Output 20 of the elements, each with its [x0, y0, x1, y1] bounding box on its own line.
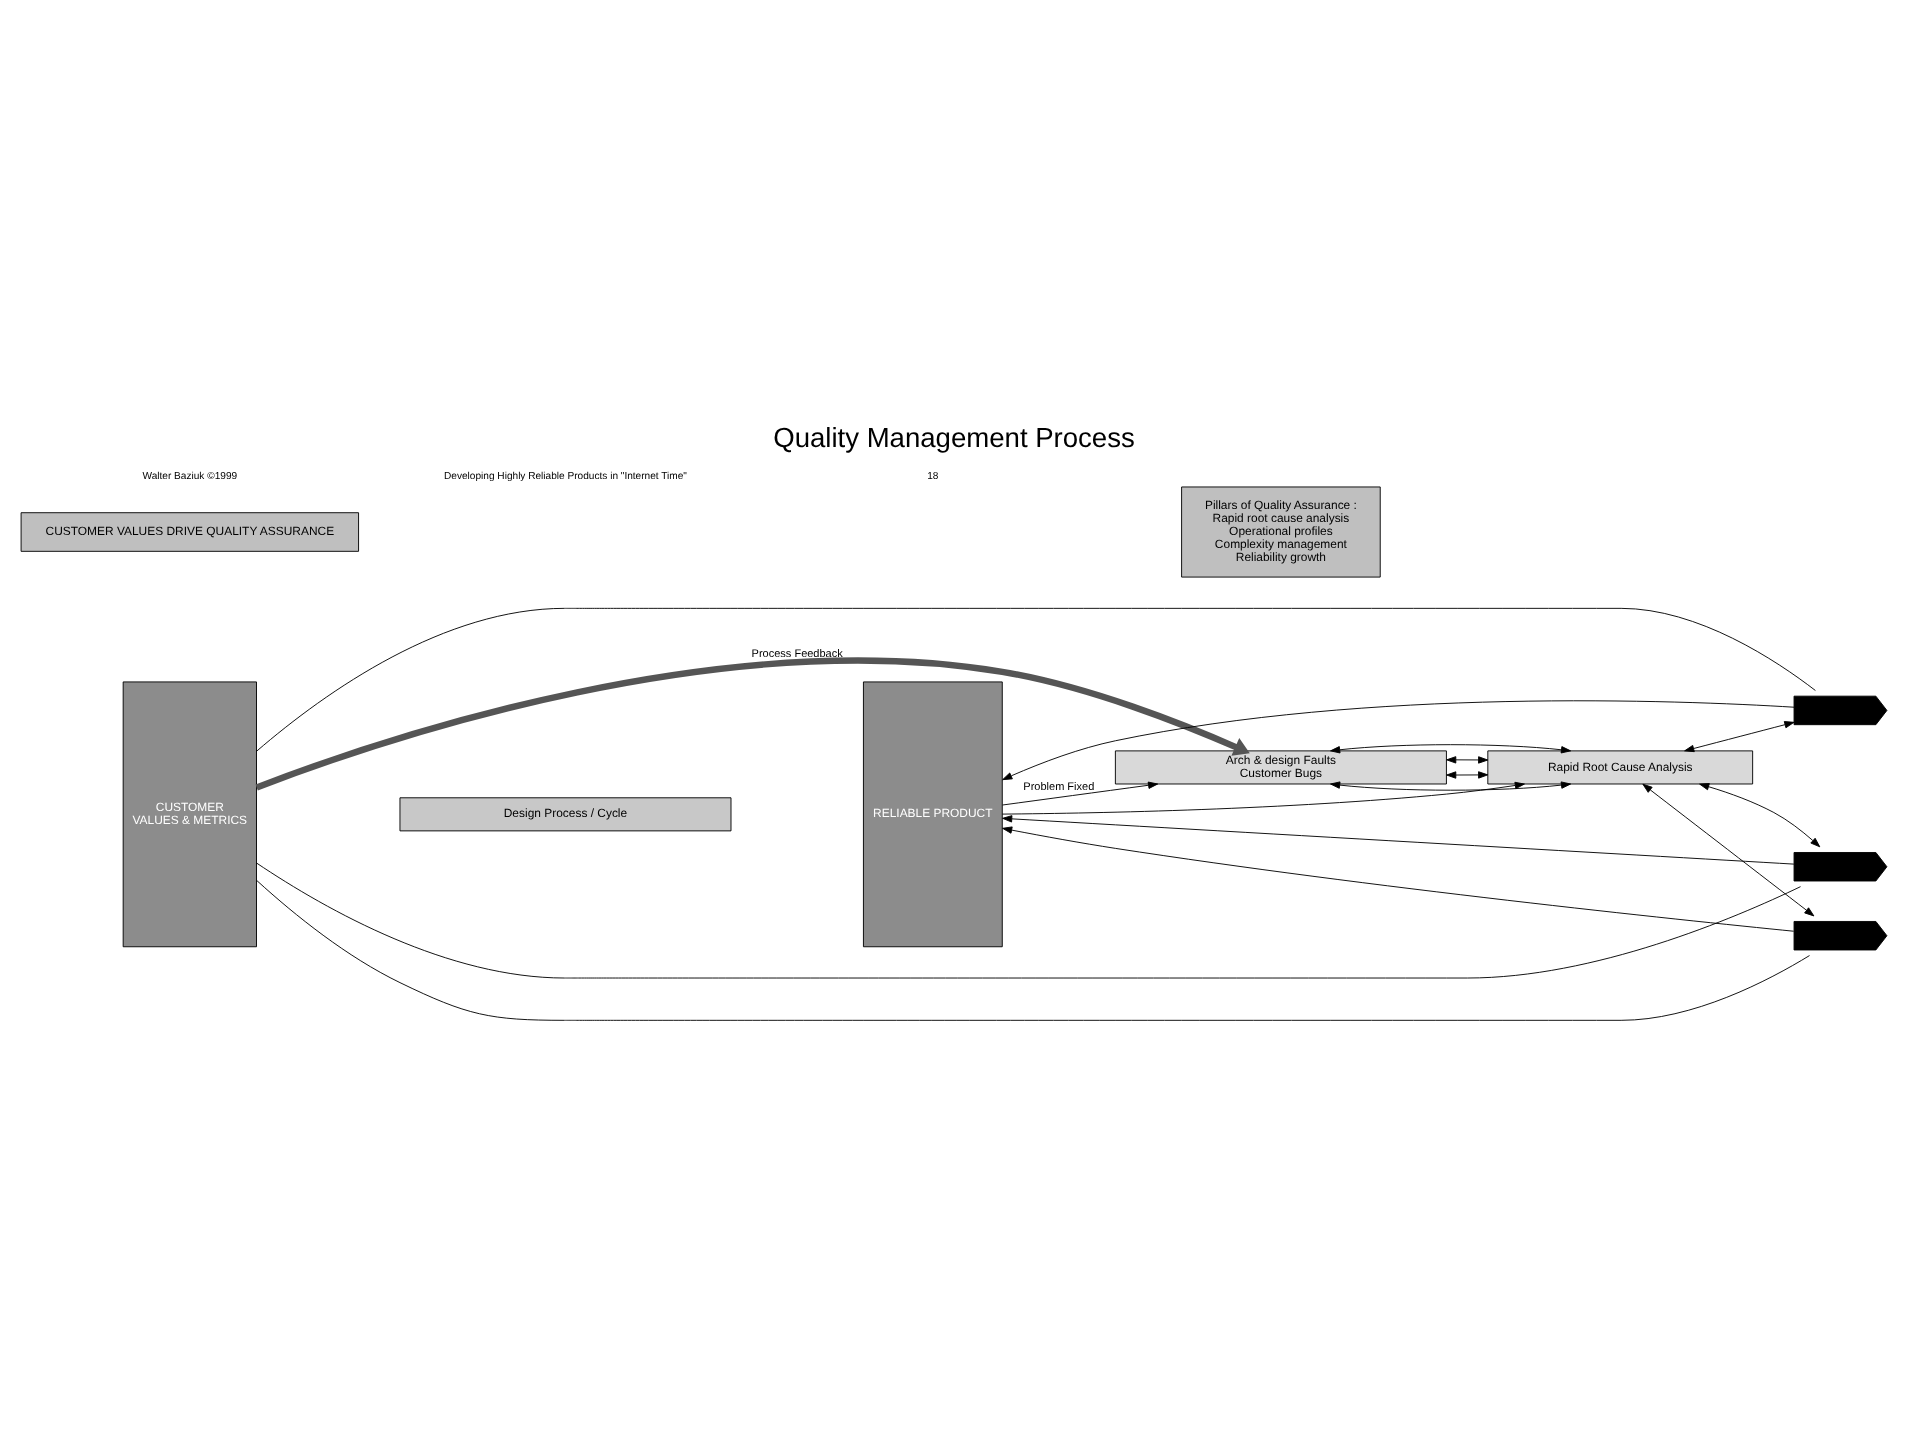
arrow — [1002, 826, 1795, 932]
node-pentagon — [1793, 695, 1888, 726]
arrow — [1002, 781, 1159, 806]
arrow — [1002, 815, 1795, 865]
arrow — [1699, 783, 1821, 848]
arrow — [1330, 781, 1572, 791]
arrow — [1446, 771, 1489, 779]
arrow — [1446, 756, 1489, 764]
node-pentagon — [1793, 921, 1888, 951]
arrow — [1001, 781, 1525, 815]
arrow — [1002, 700, 1795, 781]
connector — [256, 607, 1816, 752]
connector — [256, 862, 1801, 979]
connector — [256, 880, 1810, 1021]
diagram-title: Quality Management Process — [773, 423, 1135, 454]
node-pentagon — [1793, 852, 1888, 882]
arrow — [1330, 744, 1572, 754]
arrow — [1642, 783, 1815, 917]
arrow — [255, 657, 1250, 791]
arrow — [1684, 721, 1795, 753]
